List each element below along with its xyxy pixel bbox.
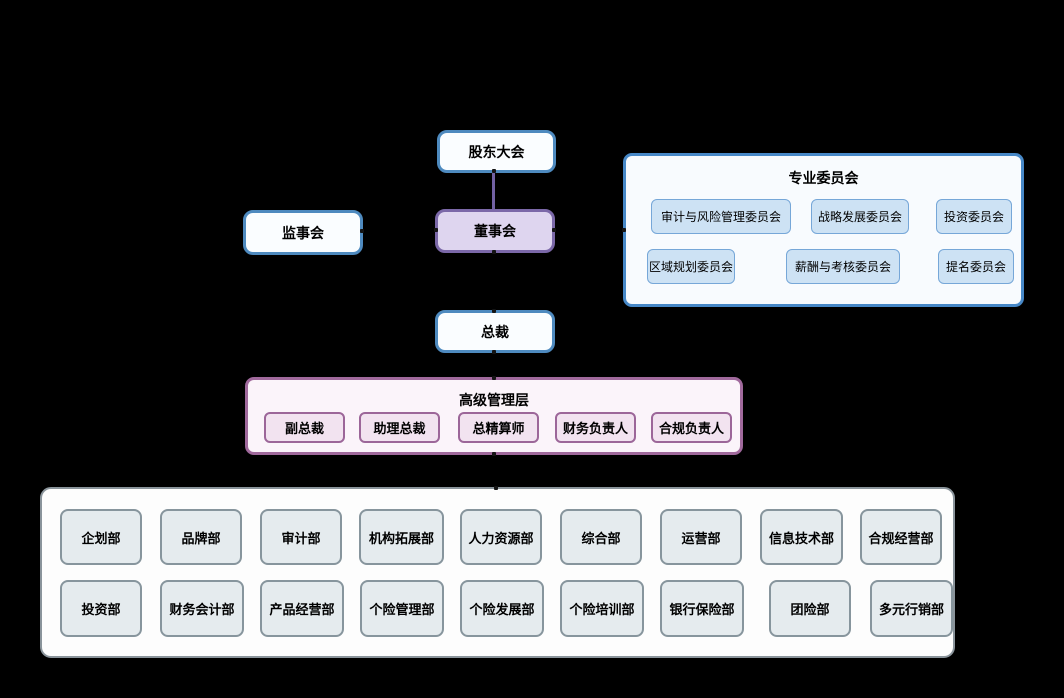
senior-management-title: 高级管理层 [459,393,529,409]
senior-compliance-head: 合规负责人 [651,412,732,443]
connection-dot [434,228,438,232]
dept-audit: 审计部 [260,509,342,565]
senior-vice-president: 副总裁 [264,412,345,443]
node-supervisory-board-label: 监事会 [282,225,324,242]
node-president: 总裁 [435,310,555,353]
connection-dot [492,250,496,254]
connection-dot [360,229,364,233]
dept-investment: 投资部 [60,580,142,637]
dept-group-insurance: 团险部 [769,580,851,637]
node-board-of-directors: 董事会 [435,209,555,253]
committee-regional-planning: 区域规划委员会 [647,249,735,284]
connection-dot [492,309,496,313]
dept-compliance-operations: 合规经营部 [860,509,942,565]
connection-dot [492,350,496,354]
dept-bancassurance: 银行保险部 [660,580,744,637]
connection-dot [622,228,626,232]
committee-investment: 投资委员会 [936,199,1012,234]
dept-general: 综合部 [560,509,642,565]
dept-product-management: 产品经营部 [260,580,344,637]
dept-institution-expansion: 机构拓展部 [359,509,444,565]
committee-strategy-development: 战略发展委员会 [811,199,909,234]
departments-panel: 企划部 品牌部 审计部 机构拓展部 人力资源部 综合部 运营部 信息技术部 合规… [40,487,955,658]
dept-finance-accounting: 财务会计部 [160,580,244,637]
dept-individual-insurance-training: 个险培训部 [560,580,644,637]
dept-individual-insurance-dev: 个险发展部 [460,580,544,637]
senior-assistant-president: 助理总裁 [359,412,440,443]
connection-dot [492,376,496,380]
senior-finance-head: 财务负责人 [555,412,636,443]
dept-human-resources: 人力资源部 [460,509,542,565]
connection-dot [492,452,496,456]
committees-panel-title: 专业委员会 [788,171,859,187]
connection-dot [492,169,496,173]
committees-panel: 专业委员会 审计与风险管理委员会 战略发展委员会 投资委员会 区域规划委员会 薪… [623,153,1024,307]
dept-information-technology: 信息技术部 [760,509,843,565]
dept-operations: 运营部 [660,509,742,565]
node-president-label: 总裁 [481,324,509,341]
committee-nomination: 提名委员会 [938,249,1014,284]
node-supervisory-board: 监事会 [243,210,363,255]
committee-remuneration-assessment: 薪酬与考核委员会 [786,249,900,284]
senior-management-panel: 高级管理层 副总裁 助理总裁 总精算师 财务负责人 合规负责人 [245,377,743,455]
committee-audit-risk: 审计与风险管理委员会 [651,199,791,234]
dept-planning: 企划部 [60,509,142,565]
senior-chief-actuary: 总精算师 [458,412,539,443]
node-shareholders-meeting-label: 股东大会 [468,144,525,161]
node-shareholders-meeting: 股东大会 [437,130,556,173]
node-board-of-directors-label: 董事会 [474,224,516,240]
connection-dot [552,228,556,232]
dept-individual-insurance-mgmt: 个险管理部 [360,580,444,637]
connector-shareholders-board [492,172,495,210]
connection-dot [494,486,498,490]
dept-multi-channel-marketing: 多元行销部 [870,580,953,637]
dept-brand: 品牌部 [160,509,242,565]
